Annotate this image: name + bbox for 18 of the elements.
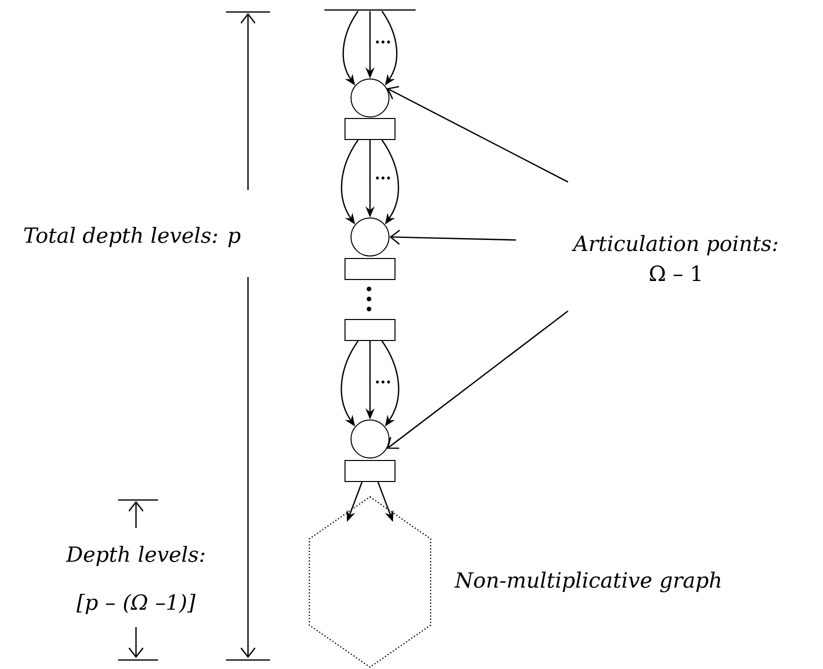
dotted-hexagon: [308, 496, 432, 668]
circle-node: [350, 78, 390, 118]
ellipsis: ...: [376, 380, 390, 384]
arrow: [390, 230, 516, 245]
ellipsis: ...: [376, 176, 390, 180]
rectangle-node: [344, 318, 396, 341]
arrow: [386, 86, 568, 183]
dimension-label: Depth levels: [p – (Ω –1)]: [66, 546, 204, 614]
rectangle-node: [344, 460, 396, 482]
rectangle-node: [344, 258, 396, 280]
dimension-label: Total depth levels: p: [24, 226, 240, 248]
rectangle-node: [344, 118, 396, 140]
circle-node: [350, 218, 390, 256]
circle-node: [350, 419, 390, 458]
arrow: [386, 310, 568, 449]
annotation-text: Non-multiplicative graph: [454, 572, 720, 592]
annotation-text: Articulation points: Ω – 1: [572, 235, 778, 281]
ellipsis: ...: [376, 40, 390, 44]
